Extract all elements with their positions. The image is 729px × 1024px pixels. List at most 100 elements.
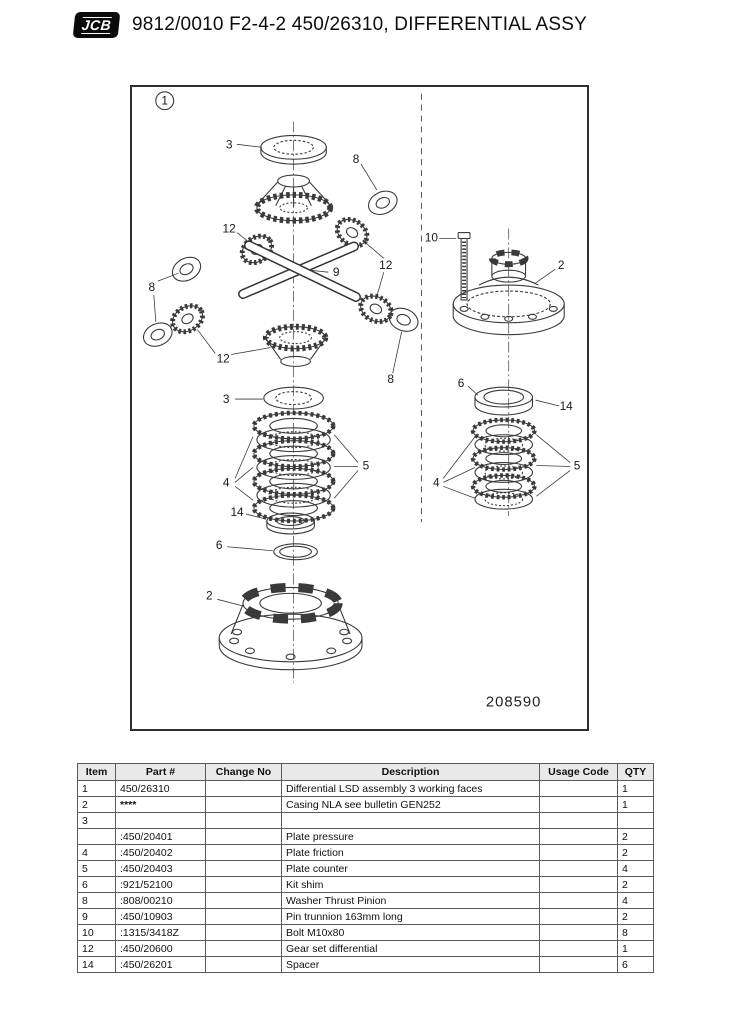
cell-usage: [539, 892, 618, 909]
cell-change: [205, 780, 282, 797]
part-plate-stack-left: [251, 410, 336, 524]
cell-description: Gear set differential: [281, 940, 540, 957]
callout-label: 4: [223, 475, 230, 489]
cell-usage: [539, 956, 618, 973]
cell-qty: 2: [617, 828, 654, 845]
cell-description: Kit shim: [281, 876, 540, 893]
part-bevel-gear-large-top: [253, 174, 334, 224]
table-row: 5 :450/20403 Plate counter 4: [77, 860, 654, 877]
header: JCB 9812/0010 F2-4-2 450/26310, DIFFEREN…: [72, 12, 587, 38]
part-planet-gear: [358, 293, 394, 325]
cell-qty: [617, 812, 654, 829]
cell-part: :450/20402: [115, 844, 206, 861]
cell-item: 12: [77, 940, 116, 957]
part-thrust-washer: [142, 322, 173, 347]
cell-change: [205, 956, 282, 973]
cell-part: :450/10903: [115, 908, 206, 925]
leader-lines: [153, 143, 571, 607]
cell-qty: 6: [617, 956, 654, 973]
cell-qty: 4: [617, 892, 654, 909]
cell-change: [205, 876, 282, 893]
part-plate-stack-right: [470, 417, 537, 510]
callout-label: 8: [353, 152, 360, 166]
drawing-number: 208590: [486, 694, 542, 710]
part-thrust-washer: [171, 256, 202, 282]
exploded-diagram: 1 3 8 12 9 12 8 12 8 3 4 5 14 6 2 10 2 6…: [130, 85, 589, 731]
table-row: 9 :450/10903 Pin trunnion 163mm long 2: [77, 908, 654, 925]
cell-usage: [539, 908, 618, 925]
callout-label: 3: [226, 137, 233, 151]
table-row: 14 :450/26201 Spacer 6: [77, 956, 654, 973]
callout-label: 5: [363, 458, 370, 472]
cell-item: 4: [77, 844, 116, 861]
table-row: 8 :808/00210 Washer Thrust Pinion 4: [77, 892, 654, 909]
part-spacer: [266, 512, 315, 535]
cell-part: [115, 812, 206, 829]
part-casing-lower: [218, 582, 363, 671]
cell-part: :921/52100: [115, 876, 206, 893]
cell-item: 2: [77, 796, 116, 813]
cell-item: [77, 828, 116, 845]
part-shim-ring-right: [474, 386, 534, 416]
table-row: 12 :450/20600 Gear set differential 1: [77, 940, 654, 957]
col-header-part: Part #: [115, 763, 206, 781]
parts-table: Item Part # Change No Description Usage …: [77, 763, 654, 973]
callout-label: 12: [223, 222, 236, 236]
cell-item: 14: [77, 956, 116, 973]
table-row: 2 **** Casing NLA see bulletin GEN252 1: [77, 796, 654, 813]
cell-qty: 1: [617, 940, 654, 957]
cell-qty: 4: [617, 860, 654, 877]
col-header-usage: Usage Code: [539, 763, 618, 781]
callout-labels: 1 3 8 12 9 12 8 12 8 3 4 5 14 6 2 10 2 6…: [149, 94, 581, 711]
cell-description: Plate friction: [281, 844, 540, 861]
cell-item: 6: [77, 876, 116, 893]
callout-label: 8: [387, 372, 394, 386]
cell-change: [205, 892, 282, 909]
callout-label: 2: [206, 588, 213, 602]
cell-qty: 1: [617, 796, 654, 813]
cell-usage: [539, 812, 618, 829]
callout-label: 10: [425, 230, 439, 244]
cell-item: 1: [77, 780, 116, 797]
callout-label: 9: [333, 265, 340, 279]
table-row: 3: [77, 812, 654, 829]
table-row: 10 :1315/3418Z Bolt M10x80 8: [77, 924, 654, 941]
part-shim-ring: [273, 543, 318, 561]
cell-item: 3: [77, 812, 116, 829]
cell-item: 9: [77, 908, 116, 925]
cell-qty: 2: [617, 908, 654, 925]
callout-label: 12: [217, 351, 230, 365]
cell-item: 5: [77, 860, 116, 877]
cell-qty: 2: [617, 844, 654, 861]
col-header-change: Change No: [205, 763, 282, 781]
cell-item: 10: [77, 924, 116, 941]
cell-part: 450/26310: [115, 780, 206, 797]
jcb-logo-text: JCB: [80, 16, 113, 34]
figure-ref-bubble: [155, 91, 175, 111]
cell-part: :1315/3418Z: [115, 924, 206, 941]
part-planet-gear: [170, 303, 205, 335]
cell-change: [205, 828, 282, 845]
table-row: :450/20401 Plate pressure 2: [77, 828, 654, 845]
cell-change: [205, 844, 282, 861]
table-row: 1 450/26310 Differential LSD assembly 3 …: [77, 780, 654, 797]
cell-part: :808/00210: [115, 892, 206, 909]
cell-description: [281, 812, 540, 829]
cell-item: 8: [77, 892, 116, 909]
cell-change: [205, 796, 282, 813]
cell-part: :450/20600: [115, 940, 206, 957]
cell-usage: [539, 844, 618, 861]
cell-description: Spacer: [281, 956, 540, 973]
cell-change: [205, 812, 282, 829]
cell-change: [205, 940, 282, 957]
callout-label: 12: [379, 258, 392, 272]
col-header-qty: QTY: [617, 763, 654, 781]
cell-usage: [539, 780, 618, 797]
cell-qty: 1: [617, 780, 654, 797]
cell-part: :450/20401: [115, 828, 206, 845]
cell-description: Bolt M10x80: [281, 924, 540, 941]
figure-ref-label: 1: [161, 94, 168, 108]
cell-qty: 2: [617, 876, 654, 893]
part-trunnion-pins: [238, 240, 361, 302]
